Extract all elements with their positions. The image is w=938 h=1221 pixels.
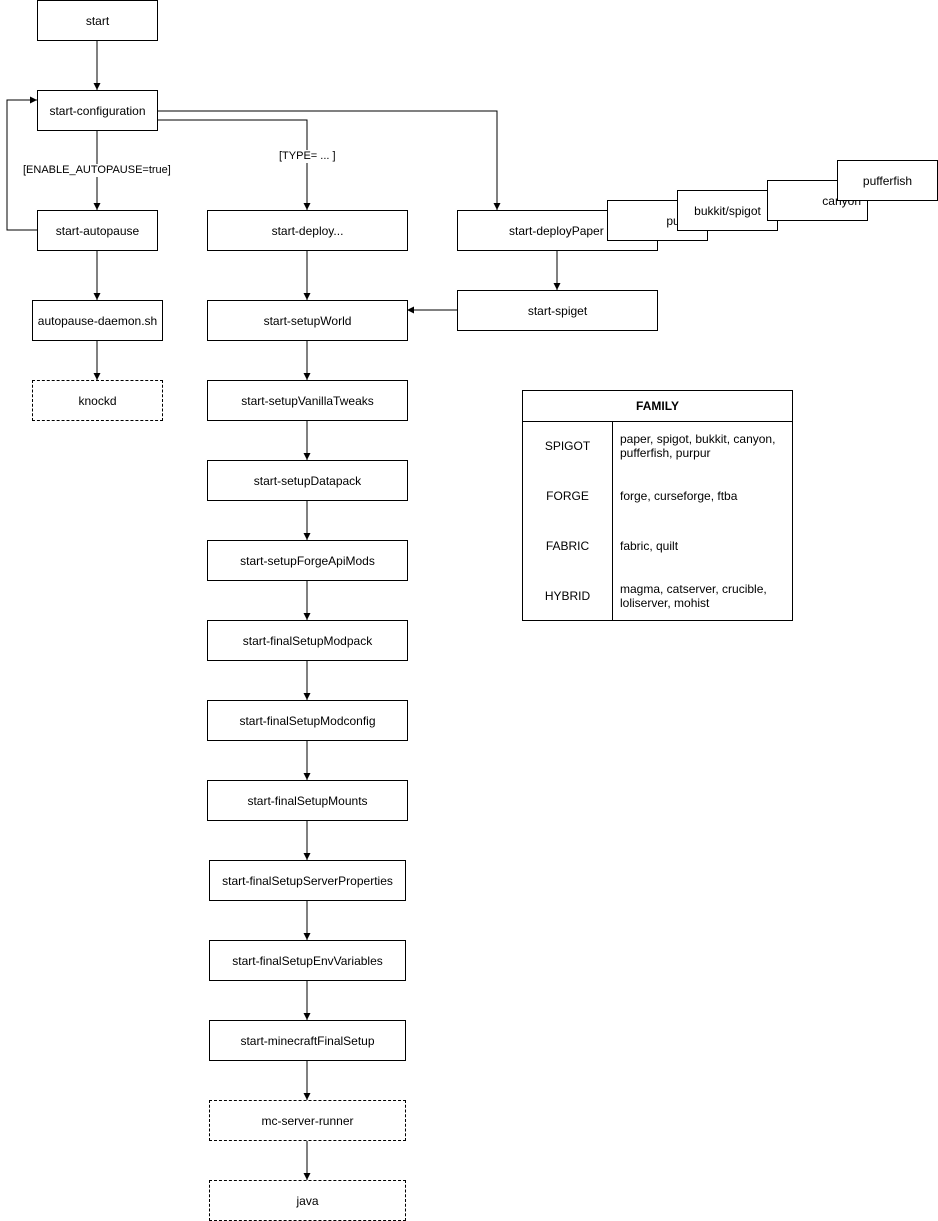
edge-configuration-to-deploy (157, 119, 311, 210)
node-start-setupworld: start-setupWorld (207, 300, 408, 341)
node-start-deploy: start-deploy... (207, 210, 408, 251)
family-name: SPIGOT (544, 439, 591, 453)
family-name: FABRIC (545, 539, 590, 553)
node-bukkit-spigot: bukkit/spigot (677, 190, 778, 231)
edge-label-enable-autopause: [ENABLE_AUTOPAUSE=true] (23, 164, 171, 177)
family-members: paper, spigot, bukkit, canyon, pufferfis… (620, 432, 776, 460)
node-start-finalsetupmodconfig: start-finalSetupModconfig (207, 700, 408, 741)
node-start-finalsetupserverproperties: start-finalSetupServerProperties (209, 860, 406, 901)
node-start-setupdatapack: start-setupDatapack (207, 460, 408, 501)
node-start-minecraftfinalsetup: start-minecraftFinalSetup (209, 1020, 406, 1061)
family-name: FORGE (546, 489, 589, 503)
node-pufferfish: pufferfish (837, 160, 938, 201)
node-java: java (209, 1180, 406, 1221)
family-table-title: FAMILY (523, 391, 792, 422)
family-row: FORGE forge, curseforge, ftba (523, 471, 792, 521)
node-start: start (37, 0, 158, 41)
node-start-finalsetupenvvariables: start-finalSetupEnvVariables (209, 940, 406, 981)
edge-label-type: [TYPE= ... ] (279, 150, 336, 163)
family-table-divider (612, 421, 613, 621)
family-members: magma, catserver, crucible, loliserver, … (620, 582, 767, 610)
family-members: forge, curseforge, ftba (620, 489, 738, 503)
node-autopause-daemon: autopause-daemon.sh (32, 300, 163, 341)
node-start-finalsetupmounts: start-finalSetupMounts (207, 780, 408, 821)
node-knockd: knockd (32, 380, 163, 421)
node-mc-server-runner: mc-server-runner (209, 1100, 406, 1141)
edge-autopause-loop-back (6, 96, 37, 231)
node-start-setupvanillatweaks: start-setupVanillaTweaks (207, 380, 408, 421)
node-start-configuration: start-configuration (37, 90, 158, 131)
family-table: FAMILY SPIGOT paper, spigot, bukkit, can… (522, 390, 793, 621)
family-row: HYBRID magma, catserver, crucible, lolis… (523, 571, 792, 621)
node-start-setupforgeapimods: start-setupForgeApiMods (207, 540, 408, 581)
node-start-spiget: start-spiget (457, 290, 658, 331)
family-name: HYBRID (544, 589, 591, 603)
node-start-finalsetupmodpack: start-finalSetupModpack (207, 620, 408, 661)
family-row: SPIGOT paper, spigot, bukkit, canyon, pu… (523, 421, 792, 471)
family-row: FABRIC fabric, quilt (523, 521, 792, 571)
edge-configuration-to-deploypaper (157, 110, 501, 210)
family-members: fabric, quilt (620, 539, 679, 553)
node-start-autopause: start-autopause (37, 210, 158, 251)
